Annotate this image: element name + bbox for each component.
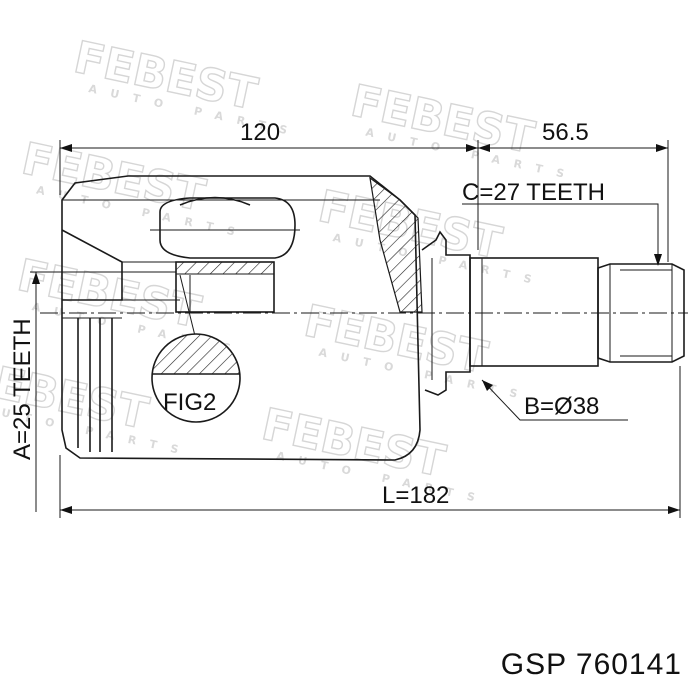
fig2-detail: FIG2 xyxy=(151,274,241,423)
outer-teeth-label: C=27 TEETH xyxy=(462,179,605,206)
total-length-label: L=182 xyxy=(382,482,449,509)
dim-shaft-length-label: 56.5 xyxy=(542,119,589,146)
dim-shaft-length: 56.5 xyxy=(478,119,669,262)
dim-body-length-label: 120 xyxy=(240,119,280,146)
dim-total-length: L=182 xyxy=(59,366,681,518)
part-number-label: GSP 760141 xyxy=(500,648,682,681)
joint-housing xyxy=(61,175,423,461)
fig2-label: FIG2 xyxy=(163,389,216,416)
output-shaft xyxy=(421,230,685,396)
dim-shaft-diameter: B=Ø38 xyxy=(481,379,628,421)
dim-body-length: 120 xyxy=(59,119,479,250)
dim-inner-teeth: A=25 TEETH xyxy=(9,271,176,512)
shaft-diameter-label: B=Ø38 xyxy=(524,393,599,420)
dim-outer-teeth: C=27 TEETH xyxy=(462,179,662,266)
inner-teeth-label: A=25 TEETH xyxy=(9,318,36,460)
